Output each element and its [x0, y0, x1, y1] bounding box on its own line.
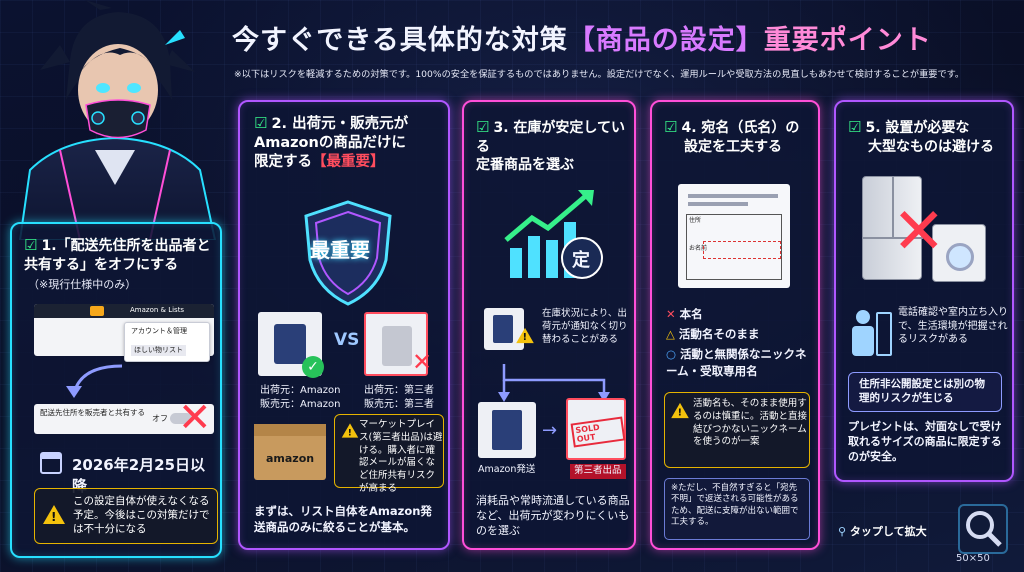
form-label-name: お名前 [689, 245, 708, 252]
box-brand: amazon [266, 452, 315, 465]
warning-icon [671, 402, 689, 419]
panel-4-heading: ☑4. 宛名（氏名）の 設定を工夫する [664, 118, 800, 155]
growth-chart-icon [504, 190, 603, 279]
good-ship-from: 出荷元：Amazon [260, 385, 341, 396]
panel-2-amazon-only: ☑2. 出荷元・販売元が Amazonの商品だけに 限定する【最重要】 最重要 … [238, 100, 450, 550]
bad-ship-from: 出荷元：第三者 [364, 385, 434, 396]
warning-icon [43, 505, 65, 525]
toggle-switch[interactable] [170, 413, 192, 424]
calendar-icon [40, 452, 62, 474]
caution-item: △ 活動名そのまま [666, 327, 760, 341]
stable-badge: 定 [572, 250, 590, 271]
shield-icon [304, 200, 392, 306]
thumbnail-size-label: 50×50 [956, 553, 990, 564]
menu-wishlist: ほしい物リスト [131, 345, 186, 357]
disclaimer-note: ※以下はリスクを軽減するための対策です。100%の安全を保証するものではありませ… [234, 69, 965, 80]
panel-3-heading: ☑3. 在庫が安定している 定番商品を選ぶ [476, 118, 625, 173]
zoom-thumbnail-button[interactable] [958, 504, 1008, 554]
cardboard-box-icon: amazon [254, 424, 326, 480]
toggle-label: 配送先住所を販売者と共有する [40, 408, 145, 417]
form-label-address: 住所 [689, 217, 702, 224]
panel-1-warning: この設定自体が使えなくなる予定。今後はこの対策だけでは不十分になる [34, 488, 218, 544]
panel-4-warning: 活動名も、そのまま使用するのは慎重に。活動と直接結びつかないニックネームを使うの… [664, 392, 810, 468]
cross-icon: ✕ [666, 307, 676, 321]
washing-machine-icon [932, 224, 986, 282]
panel-1-heading-note: （※現行仕様中のみ） [28, 278, 137, 291]
cross-icon: ✕ [892, 195, 946, 269]
bad-sold-by: 販売元：第三者 [364, 399, 434, 410]
amazon-box-icon [258, 312, 322, 376]
panel-2-footer: まずは、リスト自体をAmazon発送商品のみに絞ることが基本。 [254, 504, 432, 534]
panel-3-stable-stock: ☑3. 在庫が安定している 定番商品を選ぶ 定 在庫状況により、出荷元が通知なく… [462, 100, 636, 550]
mock-header-label: Amazon & Lists [130, 306, 185, 314]
right-arrow-icon: → [542, 420, 558, 441]
title-tail: 重要ポイント [763, 25, 932, 56]
circle-icon: ○ [666, 347, 677, 361]
panel-1-heading: ☑1.「配送先住所を出品者と 共有する」をオフにする [24, 236, 211, 273]
panel-5-footer: プレゼントは、対面なしで受け取れるサイズの商品に限定するのが安全。 [848, 420, 1002, 463]
tap-to-zoom-label[interactable]: ⚲ タップして拡大 [838, 525, 927, 538]
account-dropdown: アカウント＆管理 ほしい物リスト [124, 322, 210, 362]
panel-3-footer: 消耗品や常時流通している商品など、出荷元が変わりにくいものを選ぶ [476, 494, 630, 537]
magnifier-icon [966, 511, 1002, 547]
panel-4-recipient-name: ☑4. 宛名（氏名）の 設定を工夫する 住所 お名前 ✕ 本名 △ 活動名そのま… [650, 100, 820, 550]
shield-label: 最重要 [310, 238, 370, 262]
magnifier-icon: ⚲ [838, 525, 847, 538]
menu-account: アカウント＆管理 [131, 327, 187, 335]
refrigerator-icon [862, 176, 923, 280]
panel-1-share-address-off: ☑1.「配送先住所を出品者と 共有する」をオフにする （※現行仕様中のみ） Am… [10, 222, 222, 558]
versus-label: VS [334, 330, 360, 350]
shipping-label-form: 住所 お名前 [678, 184, 790, 288]
flow-arrows-icon [498, 364, 610, 402]
warning-icon [341, 423, 359, 439]
panel-5-heading: ☑5. 設置が必要な 大型なものは避ける [848, 118, 994, 155]
delivery-person-icon [852, 310, 892, 358]
share-address-toggle-row: 配送先住所を販売者と共有する オフ [34, 404, 214, 434]
third-party-box-icon [364, 312, 428, 376]
check-icon: ☑ [664, 118, 678, 136]
soldout-stamp: SOLD OUT [570, 416, 626, 448]
panel-5-note: 電話確認や室内立ち入りで、生活環境が把握されるリスクがある [898, 307, 1008, 345]
panel-4-footnote: ※ただし、不自然すぎると「宛先不明」で返送される可能性があるため、配送に支障が出… [671, 483, 799, 528]
panel-2-warning: マーケットプレイス(第三者出品)は避ける。購入者に確認メールが届くなど住所共有リ… [334, 414, 444, 494]
soldout-box-icon: SOLD OUT [566, 398, 626, 460]
amazon-settings-mock: Amazon & Lists アカウント＆管理 ほしい物リスト [34, 304, 214, 362]
check-icon: ☑ [24, 236, 38, 254]
masked-character-illustration [18, 0, 217, 240]
title-main: 今すぐできる具体的な対策 [232, 25, 568, 56]
panel-5-risk-box: 住所非公開設定とは別の物理的リスクが生じる [848, 372, 1002, 412]
panel-2-heading: ☑2. 出荷元・販売元が Amazonの商品だけに 限定する【最重要】 [254, 114, 409, 170]
search-icon [90, 306, 104, 316]
cross-icon: ✕ [178, 395, 212, 441]
title-bracket: 【商品の設定】 [567, 25, 764, 56]
check-icon: ☑ [848, 118, 862, 136]
label-third-party: 第三者出品 [570, 464, 626, 479]
toggle-state: オフ [152, 414, 168, 423]
good-sold-by: 販売元：Amazon [260, 399, 341, 410]
ng-item: ✕ 本名 [666, 307, 703, 321]
approved-check-icon: ✓ [302, 356, 324, 378]
triangle-icon: △ [666, 327, 675, 341]
amazon-ship-box-icon [478, 402, 536, 458]
panel-3-note: 在庫状況により、出荷元が通知なく切り替わることがある [542, 308, 628, 345]
ok-item: ○ 活動と無関係なニックネーム・受取専用名 [666, 347, 807, 378]
panel-5-avoid-large: ☑5. 設置が必要な 大型なものは避ける ✕ 電話確認や室内立ち入りで、生活環境… [834, 100, 1014, 482]
page-title: 今すぐできる具体的な対策【商品の設定】重要ポイント [232, 18, 1012, 57]
warning-icon [516, 327, 534, 344]
label-amazon-ship: Amazon発送 [478, 464, 536, 475]
cross-icon: ✕ [412, 348, 433, 376]
check-icon: ☑ [476, 118, 490, 136]
panel-5-risk: 住所非公開設定とは別の物理的リスクが生じる [859, 378, 985, 405]
curved-arrow-icon [66, 364, 123, 398]
check-icon: ☑ [254, 114, 268, 132]
panel-4-footnote-box: ※ただし、不自然すぎると「宛先不明」で返送される可能性があるため、配送に支障が出… [664, 478, 810, 540]
